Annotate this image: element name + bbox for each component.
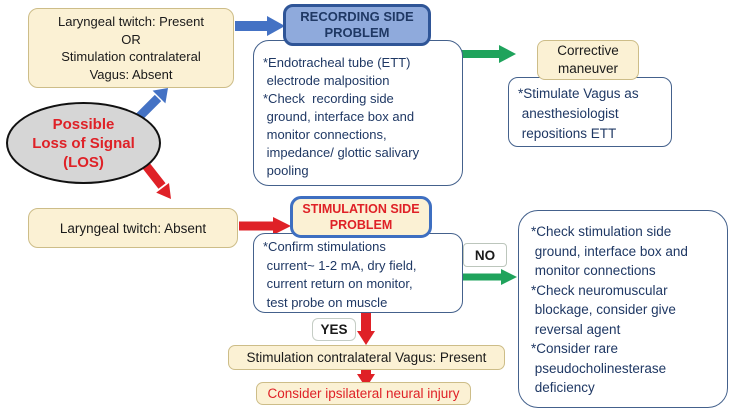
label-yes: YES [312,318,356,341]
header-recording-side-problem: RECORDING SIDE PROBLEM [283,4,431,46]
header-line: PROBLEM [329,218,393,232]
box-stimulation-no-branch-checks: *Check stimulation side ground, interfac… [518,210,728,408]
conclusion-ipsilateral-neural-injury: Consider ipsilateral neural injury [256,382,471,405]
condition-laryngeal-twitch-absent: Laryngeal twitch: Absent [28,208,238,248]
condition-vagus-present: Stimulation contralateral Vagus: Present [228,345,505,370]
condition-line: Vagus: Absent [89,66,173,82]
condition-laryngeal-twitch-present: Laryngeal twitch: Present OR Stimulation… [28,8,234,88]
arrow-blue-horizontal [235,16,285,36]
los-line: (LOS) [63,153,104,171]
arrow-red-diagonal [140,160,171,199]
arrow-green-top [460,45,516,63]
box-stimulate-vagus: *Stimulate Vagus as anesthesiologist rep… [508,77,672,147]
header-line: STIMULATION SIDE [302,202,420,216]
corrective-line: Corrective [557,43,619,58]
arrow-blue-diagonal [135,88,168,121]
box-stimulation-side-checks: *Confirm stimulations current~ 1-2 mA, d… [253,233,463,313]
box-recording-side-checks: *Endotracheal tube (ETT) electrode malpo… [253,40,463,186]
label-no: NO [463,243,507,267]
condition-line: Laryngeal twitch: Present [58,14,204,29]
arrow-green-no [461,269,517,285]
condition-line: OR [121,31,141,47]
header-line: RECORDING SIDE [300,9,414,24]
box-corrective-maneuver: Corrective maneuver [537,40,639,80]
header-stimulation-side-problem: STIMULATION SIDE PROBLEM [290,196,432,238]
arrow-red-down-1 [357,311,375,345]
start-ellipse-loss-of-signal: Possible Loss of Signal (LOS) [6,102,161,184]
los-line: Loss of Signal [32,134,135,152]
los-line: Possible [52,115,115,133]
header-line: PROBLEM [324,25,390,40]
condition-line: Stimulation contralateral [61,49,201,64]
corrective-line: maneuver [557,61,619,76]
